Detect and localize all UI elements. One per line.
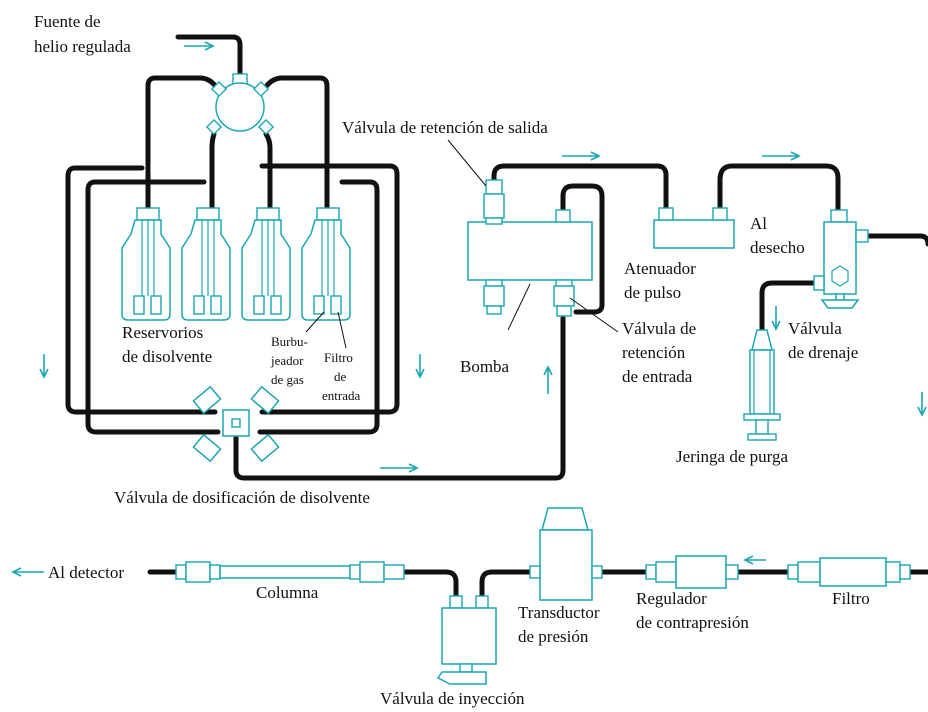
inlet-filter-label: entrada (322, 388, 360, 403)
arrow-up-icon (543, 365, 553, 394)
filter (787, 557, 911, 587)
purge-syringe (743, 329, 781, 441)
leader-lines (305, 139, 619, 349)
solvent-reservoirs (121, 207, 351, 321)
reservoirs-label: Reservorios (122, 323, 203, 342)
inlet-filter-label: de (334, 369, 347, 384)
inlet-filter-label: Filtro (324, 350, 353, 365)
pulse-damper (653, 207, 735, 249)
pump (467, 179, 593, 317)
reservoir-bottle (181, 207, 231, 321)
reservoirs-label: de disolvente (122, 347, 212, 366)
arrow-left-icon (743, 555, 766, 565)
reservoir-bottle (301, 207, 351, 321)
pressure-transducer (529, 507, 603, 601)
pulse-damper-label: Atenuador (624, 259, 696, 278)
pulse-damper-label: de pulso (624, 283, 681, 302)
labels: Fuente de helio regulada Reservorios de … (34, 12, 870, 708)
proportioning-valve-label: Válvula de dosificación de disolvente (114, 488, 370, 507)
backpressure-regulator-label: Regulador (636, 589, 707, 608)
arrow-right-icon (380, 463, 419, 473)
arrow-down-icon (917, 392, 927, 417)
pressure-transducer-label: de presión (518, 627, 589, 646)
helium-manifold (205, 73, 275, 136)
proportioning-valve (192, 385, 280, 463)
column (175, 561, 405, 583)
arrow-right-icon (762, 151, 801, 161)
outlet-check-valve-label: Válvula de retención de salida (342, 118, 548, 137)
sparger-label: Burbu- (271, 334, 308, 349)
drain-valve-label: Válvula (788, 319, 842, 338)
arrow-down-icon (771, 306, 781, 331)
pressure-transducer-label: Transductor (518, 603, 600, 622)
inlet-check-valve-label: Válvula de (622, 319, 696, 338)
waste-label: Al (750, 214, 767, 233)
arrow-right-icon (184, 41, 215, 51)
drain-valve (813, 209, 869, 309)
injection-valve-label: Válvula de inyección (380, 689, 525, 708)
backpressure-regulator-label: de contrapresión (636, 613, 749, 632)
injection-valve (436, 595, 497, 685)
to-detector-label: Al detector (48, 563, 124, 582)
waste-label: desecho (750, 238, 805, 257)
arrow-down-icon (415, 354, 425, 379)
helium-source-label: Fuente de (34, 12, 101, 31)
reservoir-bottle (121, 207, 171, 321)
inlet-check-valve-label: de entrada (622, 367, 693, 386)
pump-label: Bomba (460, 357, 510, 376)
backpressure-regulator (645, 555, 739, 589)
arrow-left-icon (11, 567, 44, 577)
column-label: Columna (256, 583, 319, 602)
filter-label: Filtro (832, 589, 870, 608)
inlet-check-valve-label: retención (622, 343, 686, 362)
arrow-right-icon (562, 151, 601, 161)
arrow-down-icon (39, 354, 49, 379)
sparger-label: de gas (271, 372, 304, 387)
helium-source-label: helio regulada (34, 37, 131, 56)
drain-valve-label: de drenaje (788, 343, 858, 362)
purge-syringe-label: Jeringa de purga (676, 447, 788, 466)
sparger-label: jeador (270, 353, 304, 368)
flow-arrows (11, 41, 927, 577)
reservoir-bottle (241, 207, 291, 321)
